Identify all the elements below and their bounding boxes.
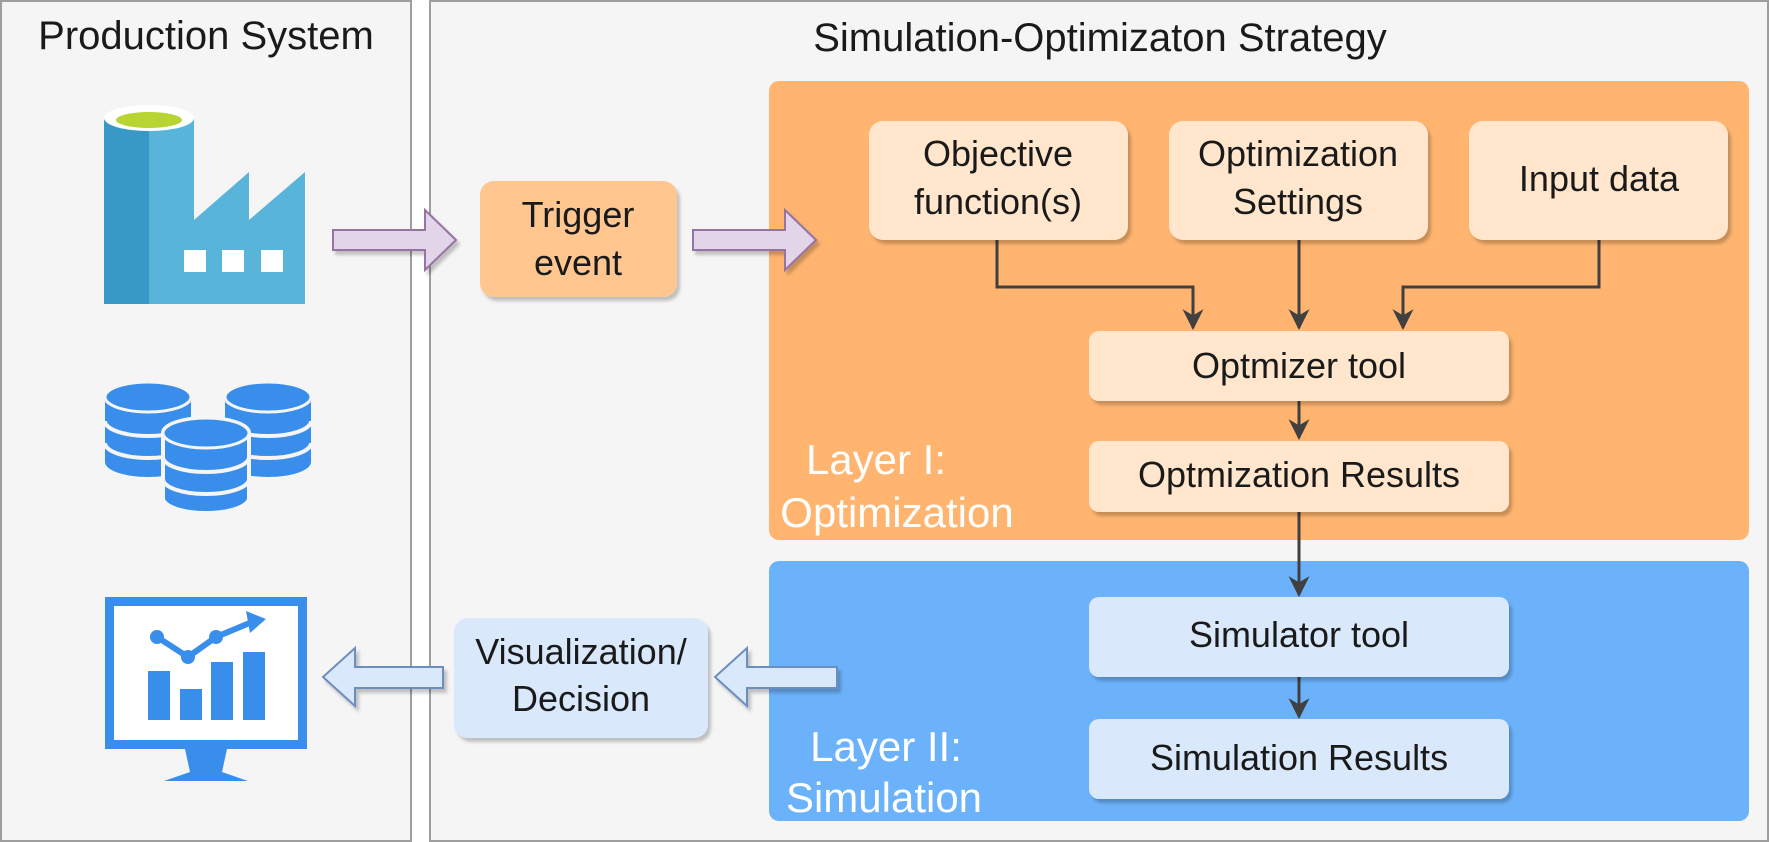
input-to-optimizer-connector	[1392, 240, 1601, 331]
simulation-results-box	[1089, 719, 1509, 799]
objective-function-label-line1: Objective	[923, 133, 1073, 174]
simulation-to-visualization-arrow	[713, 645, 838, 709]
trigger-event-box	[480, 181, 677, 297]
optimization-results-box	[1089, 441, 1509, 512]
production-to-trigger-arrow	[332, 207, 458, 273]
visualization-to-production-arrow	[321, 645, 444, 709]
optimization-settings-label-line2: Settings	[1233, 181, 1363, 222]
strategy-title: Simulation-Optimizaton Strategy	[813, 16, 1387, 60]
database-icon	[103, 380, 313, 515]
optimization-settings-label-line1: Optimization	[1198, 133, 1398, 174]
simulator-tool-label: Simulator tool	[1189, 614, 1409, 655]
optimization-settings-box	[1169, 121, 1428, 240]
optimization-results-label: Optmization Results	[1138, 454, 1460, 495]
simulation-layer-name: Simulation	[786, 774, 982, 821]
visualization-decision-box	[454, 618, 708, 738]
connectors	[995, 240, 1601, 720]
trigger-event-label-line1: Trigger	[522, 194, 635, 235]
optimization-layer-label: Layer I:	[806, 436, 946, 483]
optimization-layer-name: Optimization	[780, 489, 1013, 536]
production-system-title: Production System	[38, 14, 374, 58]
simulator-tool-box	[1089, 597, 1509, 677]
visualization-label-line2: Decision	[512, 678, 650, 719]
objective-to-optimizer-connector	[995, 240, 1204, 331]
input-data-box	[1469, 121, 1728, 240]
objective-function-label-line2: function(s)	[914, 181, 1082, 222]
trigger-event-label-line2: event	[534, 242, 622, 283]
optimizer-tool-box	[1089, 331, 1509, 401]
factory-icon	[104, 105, 305, 304]
optimizer-tool-label: Optmizer tool	[1192, 345, 1406, 386]
simulation-results-label: Simulation Results	[1150, 737, 1448, 778]
visualization-label-line1: Visualization/	[475, 631, 686, 672]
objective-function-box	[869, 121, 1128, 240]
monitor-chart-icon	[105, 597, 307, 781]
trigger-to-optimization-arrow	[692, 207, 818, 273]
input-data-label: Input data	[1519, 158, 1680, 199]
simulation-layer-label: Layer II:	[810, 723, 962, 770]
